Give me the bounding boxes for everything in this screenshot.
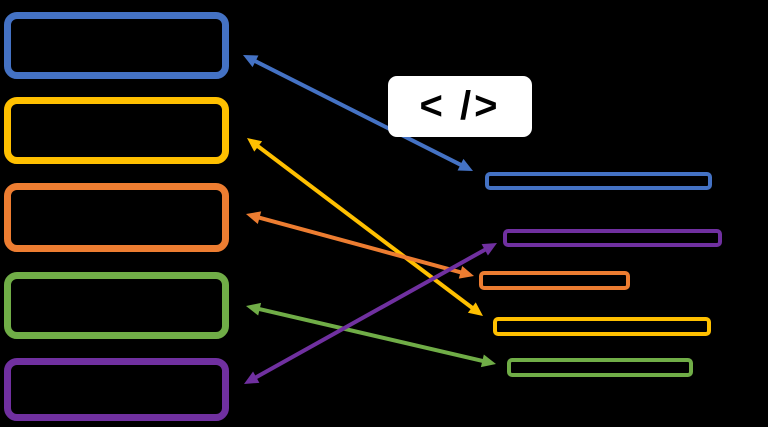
purple-source-box (4, 358, 229, 421)
green-source-box (4, 272, 229, 339)
orange-source-box (4, 183, 229, 252)
yellow-target-bar (493, 317, 711, 336)
blue-source-box (4, 12, 229, 79)
orange-target-bar (479, 271, 630, 290)
purple-arrow (244, 243, 497, 384)
code-icon-glyph: < /> (419, 83, 501, 128)
orange-arrow (246, 211, 474, 279)
blue-target-bar (485, 172, 712, 190)
yellow-arrow (247, 138, 483, 316)
code-icon: < /> (388, 76, 532, 137)
blue-arrow (243, 55, 473, 171)
green-target-bar (507, 358, 693, 377)
green-arrow (246, 302, 496, 368)
yellow-source-box (4, 97, 229, 164)
purple-target-bar (503, 229, 722, 247)
